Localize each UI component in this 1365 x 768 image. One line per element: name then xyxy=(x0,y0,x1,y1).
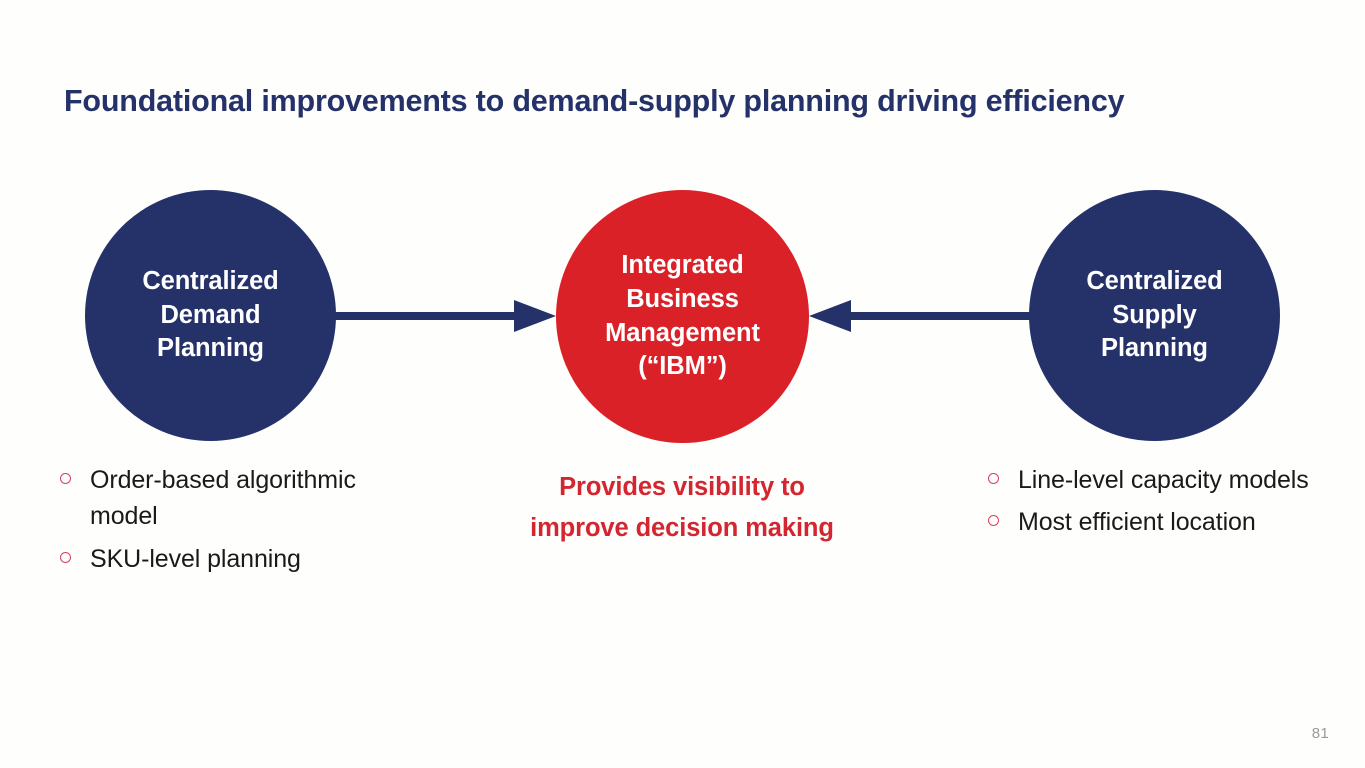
node-integrated-business-management[interactable]: Integrated Business Management (“IBM”) xyxy=(556,190,809,443)
node-label-demand: Centralized Demand Planning xyxy=(142,266,279,363)
list-item-label: Order-based algorithmic model xyxy=(90,466,356,531)
list-item-label: Most efficient location xyxy=(1018,508,1256,537)
bullet-list-left: Order-based algorithmic model SKU-level … xyxy=(60,462,410,583)
node-label-supply: Centralized Supply Planning xyxy=(1086,266,1223,363)
bullet-list-right: Line-level capacity models Most efficien… xyxy=(988,462,1343,547)
list-item: Order-based algorithmic model xyxy=(60,462,410,535)
list-item: SKU-level planning xyxy=(60,541,410,577)
list-item: Most efficient location xyxy=(988,504,1343,540)
list-item-label: SKU-level planning xyxy=(90,544,301,573)
page-title: Foundational improvements to demand-supp… xyxy=(64,84,1125,119)
node-label-ibm: Integrated Business Management (“IBM”) xyxy=(605,251,760,381)
node-centralized-demand-planning[interactable]: Centralized Demand Planning xyxy=(85,190,336,441)
list-item-label: Line-level capacity models xyxy=(1018,466,1309,494)
node-centralized-supply-planning[interactable]: Centralized Supply Planning xyxy=(1029,190,1280,441)
arrow-supply-to-ibm xyxy=(809,300,1066,332)
bullet-ring-icon xyxy=(60,473,71,484)
arrow-demand-to-ibm xyxy=(300,300,556,332)
center-caption: Provides visibility to improve decision … xyxy=(530,473,834,543)
bullet-ring-icon xyxy=(988,515,999,527)
list-item: Line-level capacity models xyxy=(988,462,1343,498)
bullet-ring-icon xyxy=(988,473,999,484)
bullet-ring-icon xyxy=(60,551,71,563)
page-number: 81 xyxy=(1311,725,1329,742)
